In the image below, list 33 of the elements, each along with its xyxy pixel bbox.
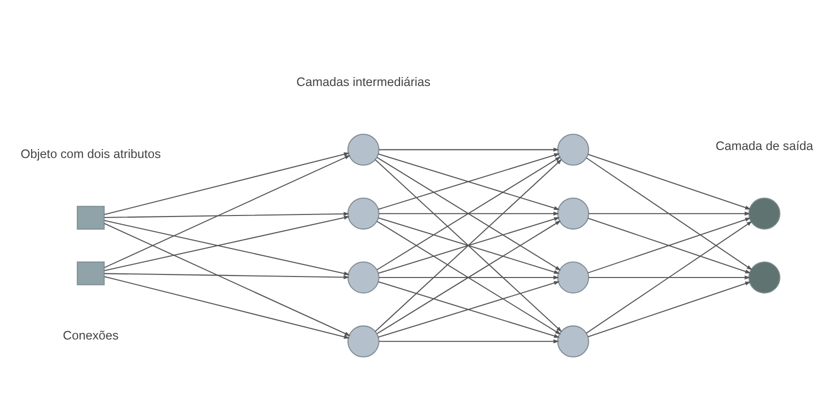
arrow (378, 280, 560, 338)
node-circle (557, 197, 590, 230)
arrow (379, 275, 560, 279)
arrow (588, 281, 751, 337)
node-box (76, 261, 105, 285)
arrow (379, 211, 560, 216)
arrow (588, 211, 750, 216)
node-circle (347, 133, 380, 166)
arrow (379, 338, 560, 343)
arrow (378, 216, 560, 274)
arrow (104, 272, 350, 279)
node-circle (748, 197, 780, 230)
arrow (104, 154, 350, 268)
arrow (588, 275, 750, 279)
node-circle (347, 197, 380, 230)
label: Camada de saída (716, 138, 814, 152)
node-circle (347, 261, 380, 293)
arrow (379, 147, 560, 152)
arrow (104, 276, 350, 338)
arrow (586, 220, 752, 334)
node-circle (748, 261, 780, 293)
label: Conexões (62, 328, 119, 342)
node-circle (557, 261, 590, 293)
arrow (586, 156, 752, 270)
arrow (104, 152, 350, 215)
node-circle (347, 324, 380, 357)
arrow (588, 217, 751, 273)
arrow (104, 222, 350, 336)
arrow (588, 153, 751, 209)
label: Objeto com dois atributos (20, 146, 161, 161)
arrow (104, 211, 350, 218)
label: Camadas intermediárias (296, 74, 430, 88)
node-box (76, 205, 105, 230)
